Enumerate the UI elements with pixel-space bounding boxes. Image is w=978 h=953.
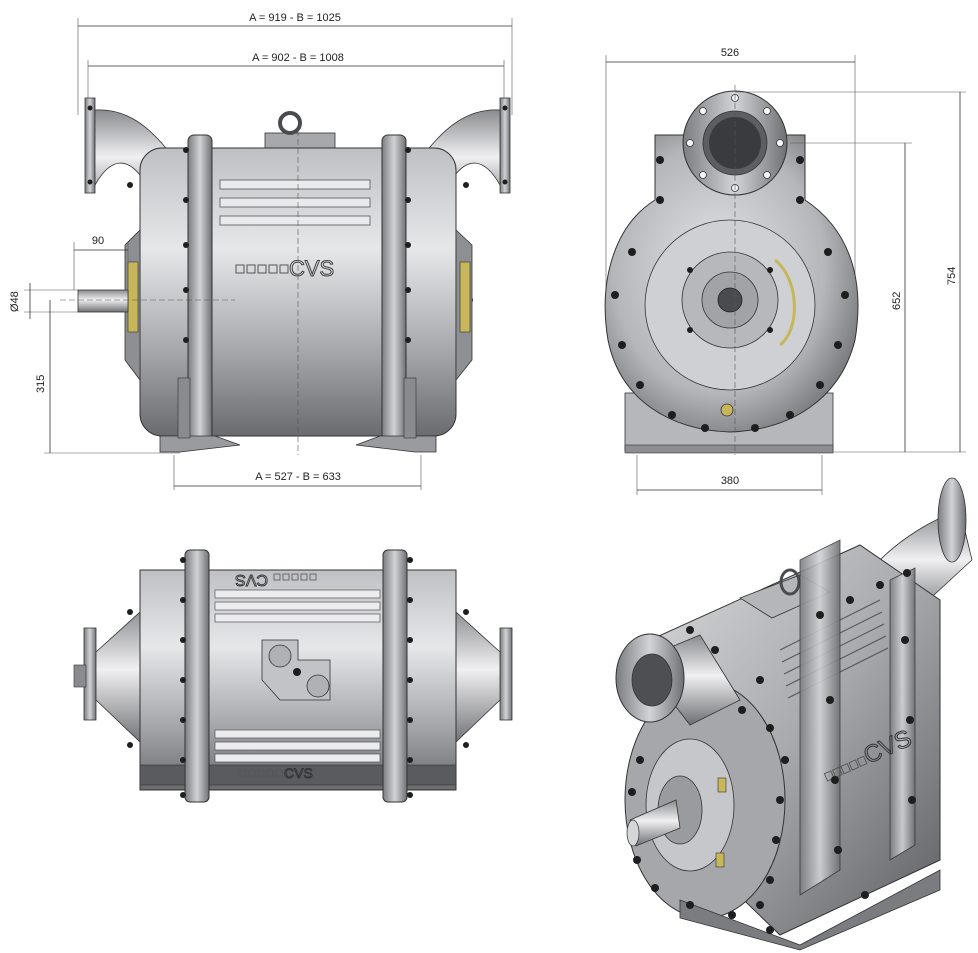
brand-marking: CVS bbox=[235, 256, 335, 282]
dim-overall-second: A = 902 - B = 1008 bbox=[87, 52, 505, 100]
iso-base bbox=[679, 869, 941, 951]
dim-inlet-height: 652 bbox=[790, 142, 912, 452]
dim-feet-spacing-label: A = 527 - B = 633 bbox=[255, 471, 341, 483]
dim-base-width: 380 bbox=[636, 455, 823, 495]
bottom-brand-label: CVS bbox=[284, 765, 313, 781]
side-view: A = 919 - B = 1025 A = 902 - B = 1008 bbox=[9, 12, 513, 490]
dim-shaft-height: 315 bbox=[35, 300, 180, 454]
dim-total-height: 754 bbox=[735, 91, 966, 453]
bottom-brand-marking: CVS bbox=[239, 765, 313, 781]
dim-shaft-diameter: Ø48 bbox=[9, 283, 78, 319]
dim-feet-spacing: A = 527 - B = 633 bbox=[173, 455, 422, 490]
left-end-flange bbox=[187, 134, 213, 446]
dim-overall-top: A = 919 - B = 1025 bbox=[77, 12, 513, 115]
inlet-flange-bolts bbox=[686, 94, 784, 192]
dim-shaft-height-label: 315 bbox=[35, 375, 47, 393]
right-end-flange bbox=[381, 134, 407, 446]
drive-shaft bbox=[77, 289, 129, 313]
iso-bolts bbox=[628, 569, 916, 934]
iso-view: CVS bbox=[615, 477, 973, 951]
dim-shaft-length-label: 90 bbox=[92, 235, 104, 247]
shaft-end bbox=[717, 287, 743, 313]
top-brand-marking: CVS bbox=[235, 571, 317, 588]
end-view: 526 bbox=[604, 47, 966, 495]
dim-shaft-diameter-label: Ø48 bbox=[9, 291, 21, 312]
dim-inlet-height-label: 652 bbox=[891, 292, 903, 310]
top-brand-label: CVS bbox=[235, 571, 268, 588]
cooling-fins bbox=[219, 179, 371, 226]
lifting-eye bbox=[264, 111, 336, 154]
dim-total-height-label: 754 bbox=[946, 267, 958, 285]
brand-label: CVS bbox=[289, 256, 334, 281]
dim-overall-second-label: A = 902 - B = 1008 bbox=[252, 52, 344, 64]
mounting-feet bbox=[159, 377, 437, 453]
top-view: CVS CVS bbox=[73, 549, 513, 803]
dim-base-width-label: 380 bbox=[721, 475, 739, 487]
casing-bolts bbox=[611, 156, 849, 432]
top-flange-bolts bbox=[127, 557, 469, 798]
dim-width-label: 526 bbox=[721, 47, 739, 59]
dim-shaft-length: 90 bbox=[73, 235, 129, 290]
dim-overall-top-label: A = 919 - B = 1025 bbox=[249, 12, 341, 24]
dim-width: 526 bbox=[605, 47, 856, 290]
